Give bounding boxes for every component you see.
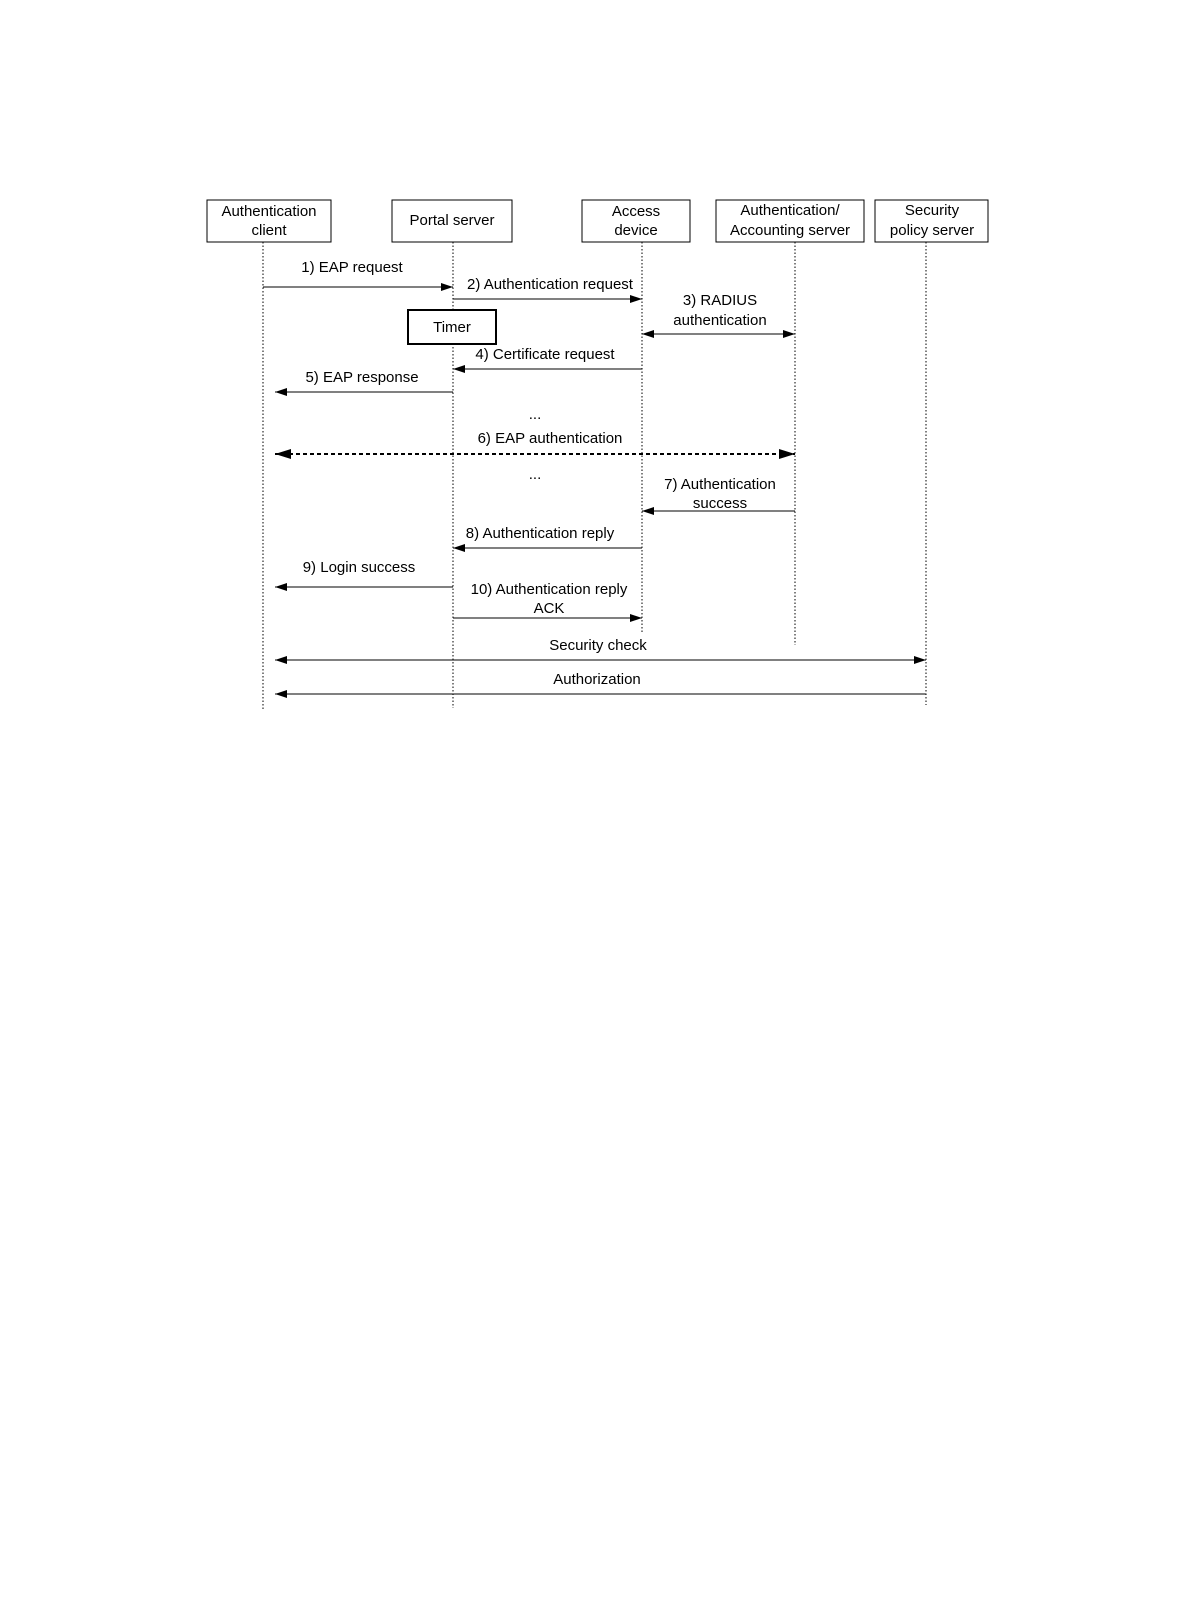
participant-label-line: Authentication — [221, 203, 316, 220]
message-authorization: Authorization — [275, 671, 926, 698]
ellipsis: ... — [529, 406, 542, 423]
message-label: 4) Certificate request — [475, 346, 615, 363]
message-label: ACK — [534, 600, 565, 617]
message-security-check: Security check — [275, 637, 926, 664]
message-label: 6) EAP authentication — [478, 430, 623, 447]
participant-label-line: Authentication/ — [740, 202, 840, 219]
participant-label-line: Security — [905, 202, 960, 219]
message-label: 3) RADIUS — [683, 292, 757, 309]
message-label: 7) Authentication — [664, 476, 776, 493]
message-label: 2) Authentication request — [467, 276, 634, 293]
message-label: 10) Authentication reply — [471, 581, 628, 598]
participant-label-line: device — [614, 222, 657, 239]
message-3-radius-authentication: 3) RADIUS authentication — [642, 292, 795, 338]
message-8-authentication-reply: 8) Authentication reply — [453, 525, 642, 552]
participant-label-line: Accounting server — [730, 222, 850, 239]
message-label: 1) EAP request — [301, 259, 403, 276]
participant-portal-server: Portal server — [391, 199, 513, 243]
message-7-authentication-success: 7) Authentication success — [642, 476, 795, 515]
message-2-authentication-request: 2) Authentication request — [453, 276, 642, 303]
participant-authentication-client: Authentication client — [206, 199, 332, 243]
message-label: authentication — [673, 312, 766, 329]
participant-label-line: Access — [612, 203, 660, 220]
participant-aaa-server: Authentication/ Accounting server — [715, 199, 865, 243]
timer: Timer — [407, 309, 497, 345]
message-10-authentication-reply-ack: 10) Authentication reply ACK — [453, 581, 642, 622]
participant-access-device: Access device — [581, 199, 691, 243]
participant-label-line: Portal server — [409, 212, 494, 229]
message-label: Authorization — [553, 671, 641, 688]
participant-label-line: client — [251, 222, 287, 239]
message-label: Security check — [549, 637, 647, 654]
message-label: 5) EAP response — [305, 369, 418, 386]
message-label: 9) Login success — [303, 559, 416, 576]
timer-label: Timer — [433, 319, 471, 336]
message-6-eap-authentication: 6) EAP authentication — [275, 430, 795, 459]
message-5-eap-response: 5) EAP response — [275, 369, 453, 396]
message-1-eap-request: 1) EAP request — [263, 259, 453, 291]
participant-security-policy-server: Security policy server — [874, 199, 989, 243]
message-label: success — [693, 495, 747, 512]
message-9-login-success: 9) Login success — [275, 559, 453, 591]
ellipsis: ... — [529, 466, 542, 483]
message-label: 8) Authentication reply — [466, 525, 615, 542]
participant-label-line: policy server — [890, 222, 974, 239]
message-4-certificate-request: 4) Certificate request — [453, 346, 642, 373]
